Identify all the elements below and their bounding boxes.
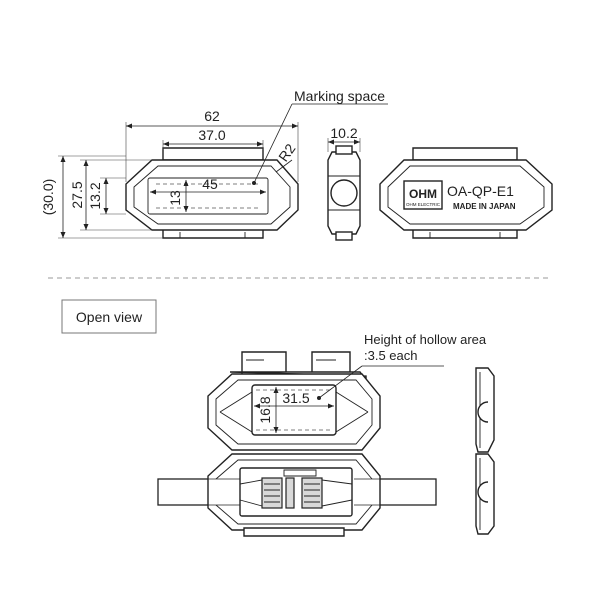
open-side-view bbox=[475, 367, 495, 535]
open-upper-shell bbox=[207, 351, 381, 451]
hollow-label-line1: Height of hollow area bbox=[364, 332, 487, 347]
product-origin: MADE IN JAPAN bbox=[453, 202, 516, 211]
side-view: 10.2 bbox=[327, 125, 361, 241]
dim-mark-width: 45 bbox=[202, 176, 218, 192]
hollow-label-line2: :3.5 each bbox=[364, 348, 418, 363]
dim-depth: 10.2 bbox=[330, 125, 357, 141]
open-lower-shell bbox=[207, 453, 381, 537]
ohm-logo-box bbox=[403, 180, 443, 210]
open-view-label: Open view bbox=[76, 309, 143, 325]
product-logo-sub: OHM ELECTRIC bbox=[406, 202, 441, 207]
dim-hollow-width: 31.5 bbox=[282, 390, 309, 406]
dim-inner-width: 37.0 bbox=[198, 127, 225, 143]
marking-space-label: Marking space bbox=[294, 88, 385, 104]
product-logo: OHM bbox=[409, 187, 437, 201]
dim-body-height: 27.5 bbox=[69, 181, 85, 208]
hollow-area bbox=[251, 384, 337, 436]
product-model: OA-QP-E1 bbox=[447, 183, 514, 199]
open-view-label-box: Open view bbox=[61, 299, 157, 334]
dim-mid-height: 13.2 bbox=[87, 182, 103, 209]
open-view-dimensions: 31.5 16.8 Height of hollow area :3.5 eac… bbox=[254, 332, 487, 433]
dim-hollow-height: 16.8 bbox=[257, 396, 273, 423]
product-front-view: OHM OHM ELECTRIC OA-QP-E1 MADE IN JAPAN bbox=[379, 147, 553, 239]
dim-mark-height: 13 bbox=[167, 190, 183, 206]
front-view bbox=[125, 147, 299, 239]
front-view-dimensions: 62 37.0 R2 Marking space (30.0) 27.5 13.… bbox=[40, 88, 388, 239]
dim-overall-width: 62 bbox=[204, 108, 220, 124]
dim-total-height: (30.0) bbox=[40, 179, 56, 216]
